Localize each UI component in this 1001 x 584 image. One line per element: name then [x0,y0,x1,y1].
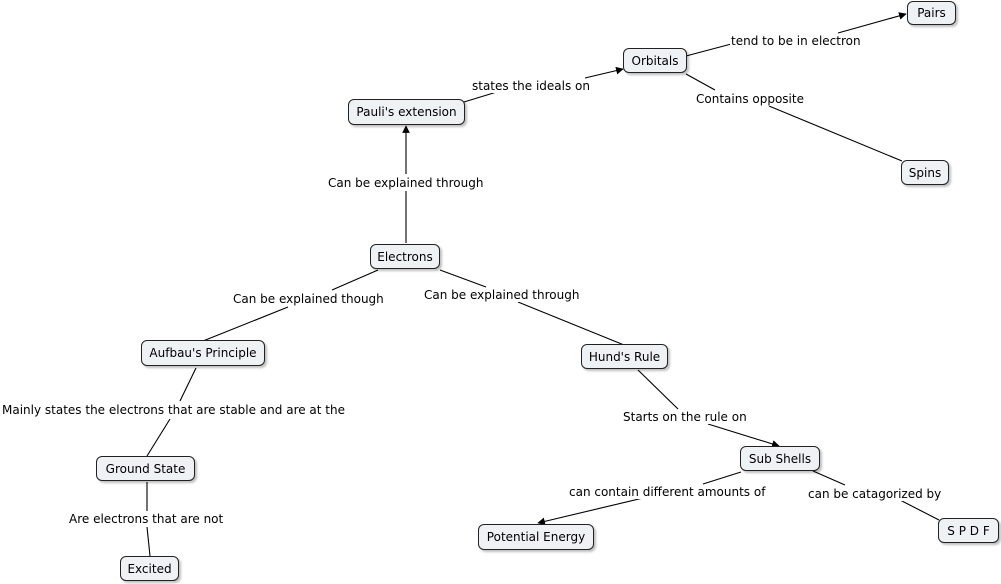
connector-hunds-label-subshells [637,369,679,410]
link-label-can-be-explained-through-up: Can be explained through [327,176,485,190]
connector-label-excited [146,526,151,557]
link-label-can-be-explained-through-right: Can be explained through [423,288,581,302]
link-label-are-electrons-that-are-not: Are electrons that are not [68,512,225,526]
node-paulis-extension[interactable]: Pauli's extension [348,99,465,125]
connector-label-spins [768,105,903,162]
node-hunds-rule[interactable]: Hund's Rule [581,344,668,369]
node-ground-state[interactable]: Ground State [96,456,195,481]
node-sub-shells[interactable]: Sub Shells [740,446,820,471]
connector-orbitals-label-spins [685,73,716,91]
link-label-contains-opposite: Contains opposite [695,92,805,106]
link-label-can-be-explained-though: Can be explained though [232,292,385,306]
node-excited[interactable]: Excited [120,556,179,581]
node-orbitals[interactable]: Orbitals [623,48,687,73]
connector-label-aufbau [202,306,289,342]
connector-label-pairs [837,12,907,34]
link-label-tend-to-be-in-electron: tend to be in electron [730,34,862,48]
connector-label-spdf [899,499,940,521]
connector-label-subshells [707,423,780,448]
connector-orbitals-label-pairs [685,42,736,57]
connector-subshells-label-spdf [812,470,846,486]
connector-label-potential [537,497,644,526]
connector-electrons-label-hunds [439,269,487,288]
connector-label-hunds [517,301,625,346]
link-label-can-contain-different-amounts-of: can contain different amounts of [568,485,767,499]
node-spins[interactable]: Spins [901,160,949,185]
connector-electrons-label-aufbau [331,269,379,291]
node-potential-energy[interactable]: Potential Energy [478,524,594,550]
connector-label-orbitals [584,66,624,79]
connector-subshells-label-potential [702,471,742,485]
link-label-starts-on-the-rule-on: Starts on the rule on [622,410,748,424]
link-label-mainly-states: Mainly states the electrons that are sta… [1,403,346,417]
node-pairs[interactable]: Pairs [907,1,956,25]
node-spdf[interactable]: S P D F [938,518,999,543]
link-label-can-be-catagorized-by: can be catagorized by [807,487,943,501]
connector-aufbau-label-ground [179,367,197,402]
node-electrons[interactable]: Electrons [370,244,440,269]
link-label-states-the-ideals-on: states the ideals on [471,79,592,93]
node-aufbaus-principle[interactable]: Aufbau's Principle [141,340,265,366]
connector-label-ground [146,418,171,457]
